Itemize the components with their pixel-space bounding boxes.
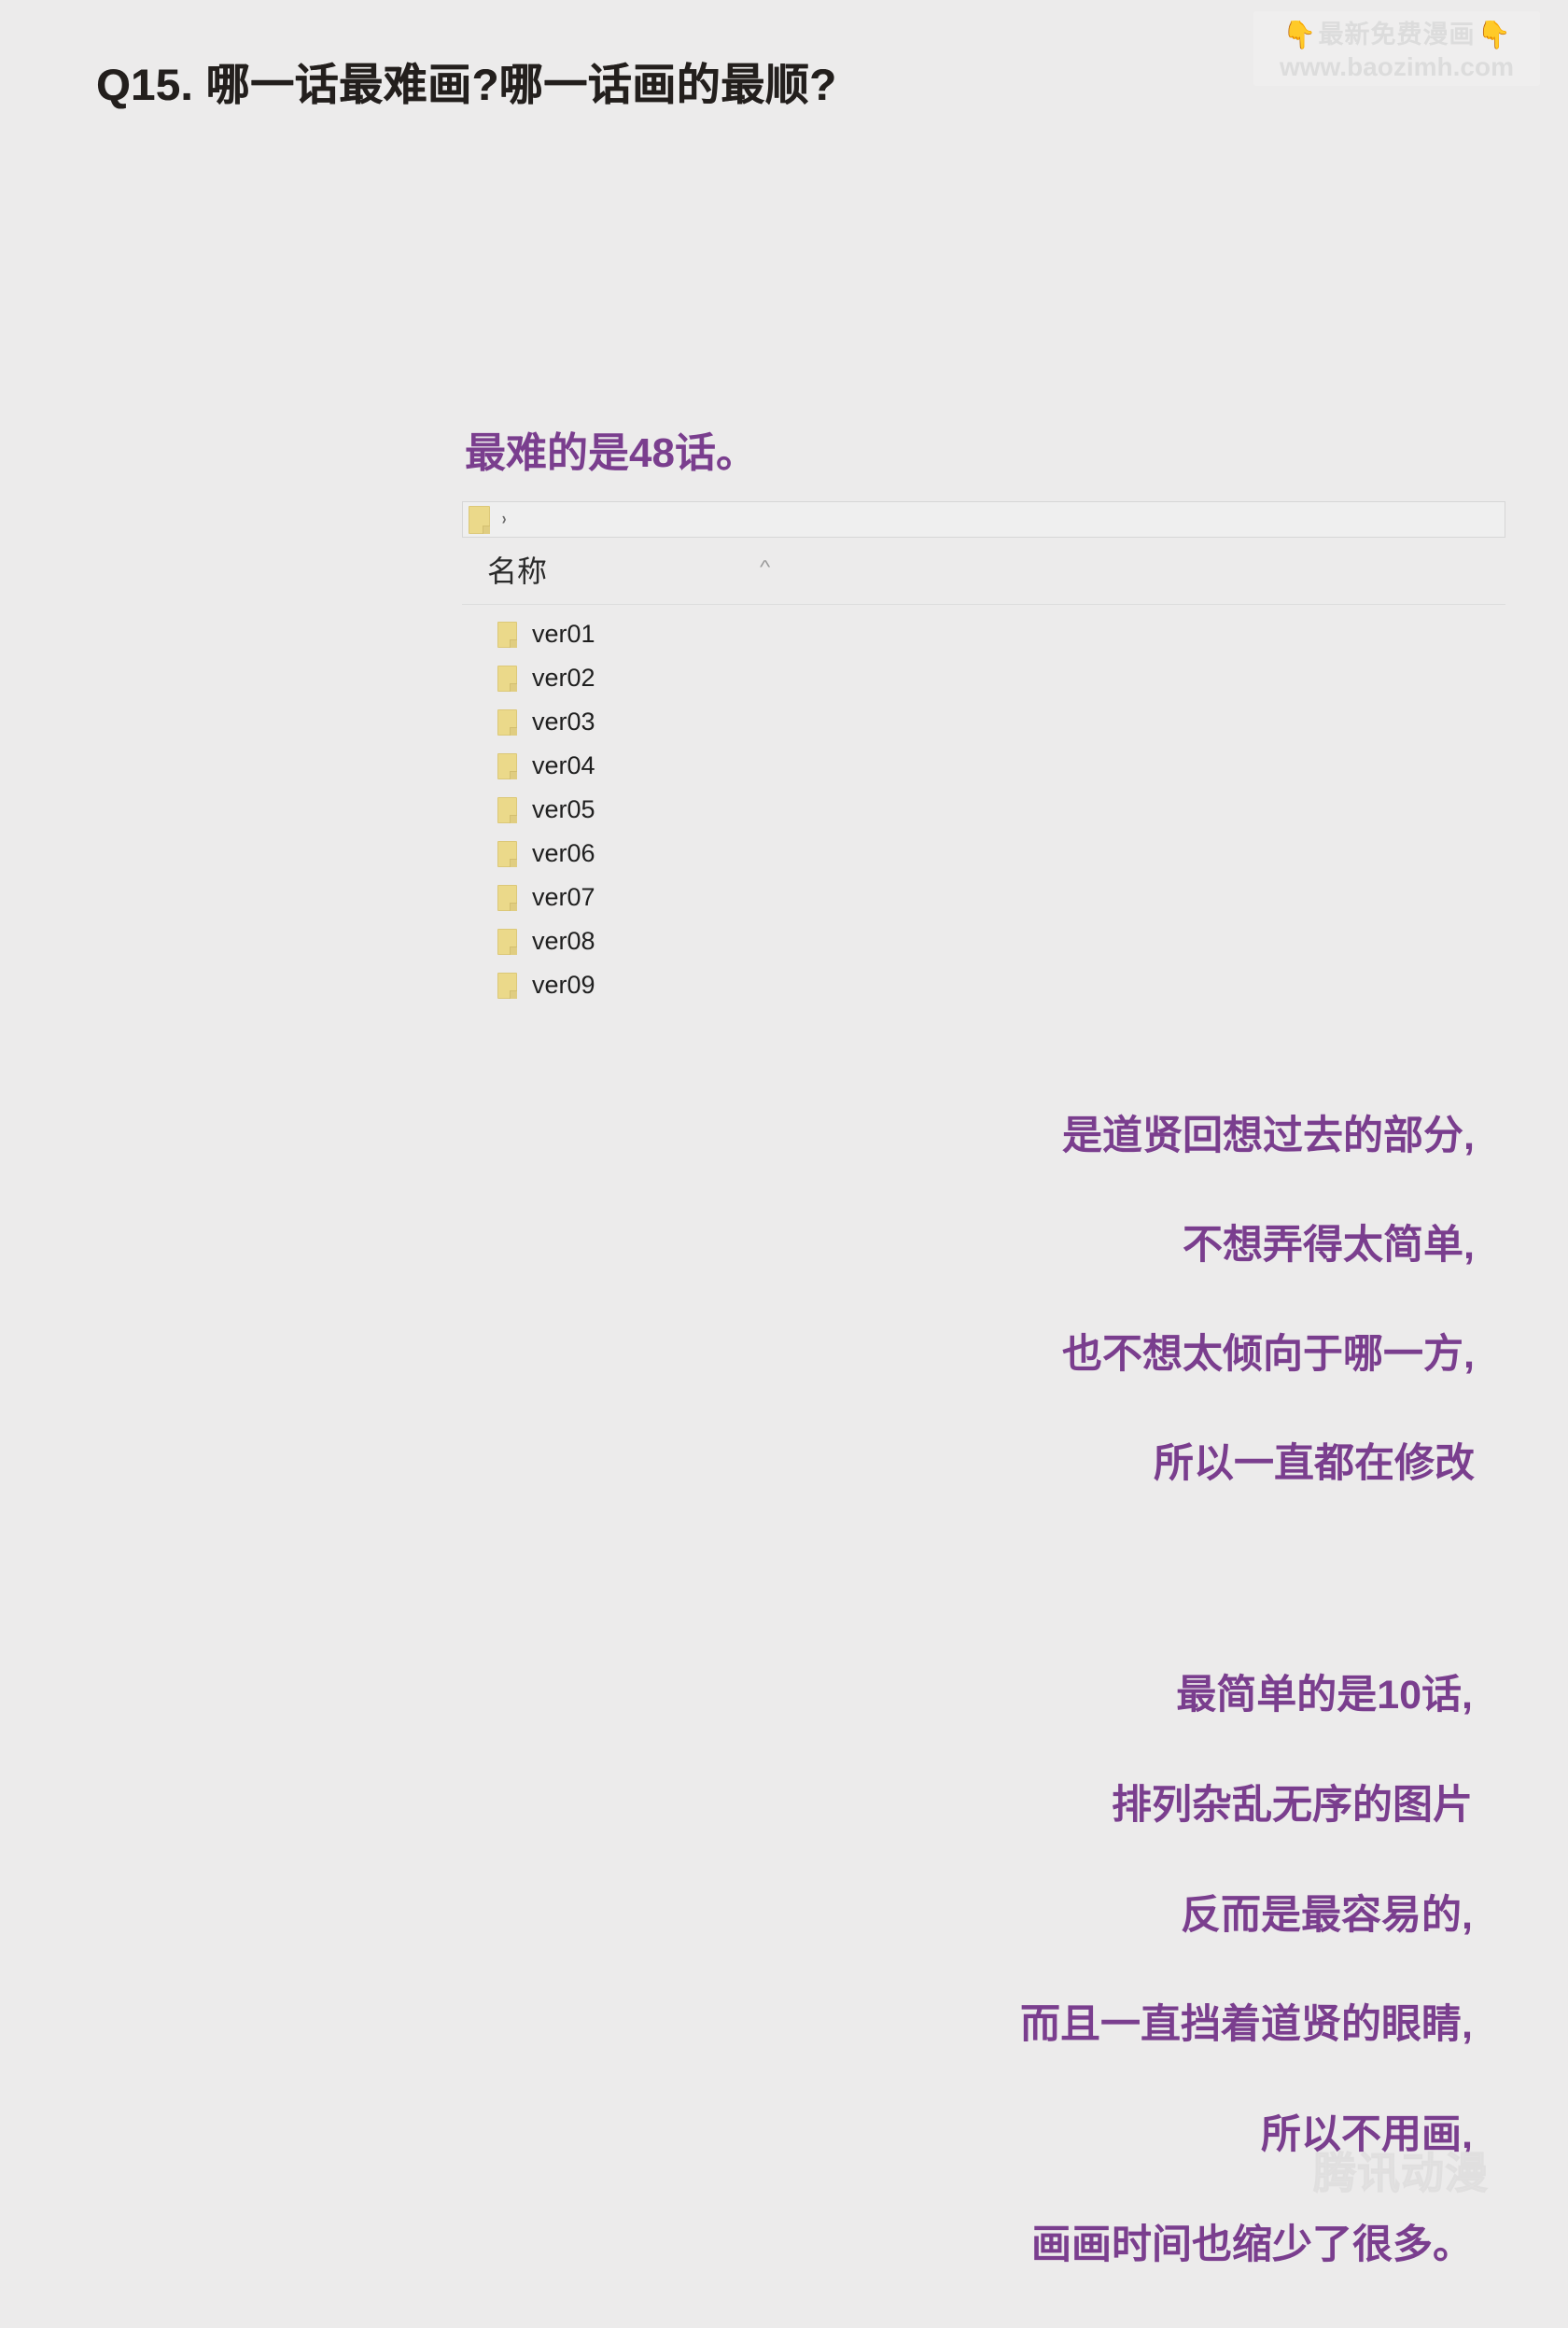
narration-line: 所以一直都在修改 bbox=[1154, 1441, 1475, 1487]
narration-middle: 是道贤回想过去的部分, 不想弄得太简单, 也不想太倾向于哪一方, 所以一直都在修… bbox=[1062, 1055, 1475, 1546]
address-bar[interactable]: › bbox=[462, 501, 1505, 538]
narration-line: 画画时间也缩少了很多。 bbox=[1031, 2222, 1473, 2267]
file-name: ver04 bbox=[532, 751, 595, 779]
sort-ascending-icon[interactable]: ^ bbox=[760, 557, 771, 578]
list-item[interactable]: ver09 bbox=[462, 963, 1505, 1007]
list-item[interactable]: ver01 bbox=[462, 612, 1505, 656]
folder-icon bbox=[497, 928, 517, 955]
file-name: ver01 bbox=[532, 620, 595, 648]
list-item[interactable]: ver04 bbox=[462, 744, 1505, 788]
pointing-down-hand-icon-left: 👇 bbox=[1282, 20, 1317, 50]
folder-icon bbox=[497, 752, 517, 779]
watermark-top-text: 最新免费漫画 bbox=[1318, 20, 1476, 49]
file-name: ver07 bbox=[532, 883, 595, 911]
list-item[interactable]: ver08 bbox=[462, 919, 1505, 963]
folder-icon bbox=[497, 796, 517, 823]
narration-line: 反而是最容易的, bbox=[1181, 1892, 1473, 1938]
file-name: ver08 bbox=[532, 927, 595, 955]
file-explorer-window: › 名称 ^ ver01 ver02 ver03 ver04 bbox=[462, 501, 1505, 1007]
file-list: ver01 ver02 ver03 ver04 ver05 ver06 bbox=[462, 612, 1505, 1007]
list-item[interactable]: ver06 bbox=[462, 832, 1505, 876]
comic-page: Q15. 哪一话最难画?哪一话画的最顺? 👇 最新免费漫画 👇 www.baoz… bbox=[96, 11, 1540, 2267]
narration-line: 所以不用画, bbox=[1261, 2112, 1473, 2158]
pointing-down-hand-icon-right: 👇 bbox=[1477, 20, 1511, 50]
folder-icon bbox=[497, 840, 517, 867]
narration-line: 最难的是48话。 bbox=[465, 429, 757, 476]
chevron-right-icon[interactable]: › bbox=[501, 510, 507, 529]
narration-bottom: 最简单的是10话, 排列杂乱无序的图片 反而是最容易的, 而且一直挡着道贤的眼睛… bbox=[1020, 1613, 1473, 2328]
folder-icon bbox=[497, 972, 517, 999]
file-name: ver06 bbox=[532, 839, 595, 867]
list-item[interactable]: ver03 bbox=[462, 700, 1505, 744]
folder-icon bbox=[497, 884, 517, 911]
column-header-name[interactable]: 名称 bbox=[487, 554, 548, 588]
watermark-top-row: 👇 最新免费漫画 👇 bbox=[1282, 17, 1510, 52]
folder-icon bbox=[497, 665, 517, 692]
watermark-top: 👇 最新免费漫画 👇 www.baozimh.com bbox=[1253, 11, 1540, 86]
narration-line: 也不想太倾向于哪一方, bbox=[1062, 1332, 1475, 1378]
file-name: ver09 bbox=[532, 971, 595, 999]
list-item[interactable]: ver07 bbox=[462, 876, 1505, 919]
narration-line: 不想弄得太简单, bbox=[1183, 1223, 1475, 1269]
file-name: ver03 bbox=[532, 708, 595, 736]
narration-line: 是道贤回想过去的部分, bbox=[1062, 1114, 1475, 1159]
folder-icon bbox=[497, 621, 517, 648]
narration-line: 最简单的是10话, bbox=[1176, 1672, 1473, 1718]
column-header-row: 名称 ^ bbox=[462, 551, 1505, 605]
narration-line: 而且一直挡着道贤的眼睛, bbox=[1020, 2002, 1473, 2048]
folder-icon bbox=[497, 708, 517, 736]
narration-line: 排列杂乱无序的图片 bbox=[1112, 1782, 1473, 1828]
list-item[interactable]: ver05 bbox=[462, 788, 1505, 832]
folder-icon bbox=[469, 505, 490, 534]
page-title: Q15. 哪一话最难画?哪一话画的最顺? bbox=[96, 60, 837, 109]
list-item[interactable]: ver02 bbox=[462, 656, 1505, 700]
narration-hardest: 最难的是48话。 bbox=[465, 381, 757, 526]
watermark-bottom: 腾讯动漫 bbox=[1313, 2149, 1489, 2197]
file-name: ver02 bbox=[532, 664, 595, 692]
file-name: ver05 bbox=[532, 795, 595, 823]
watermark-top-url: www.baozimh.com bbox=[1280, 52, 1514, 81]
